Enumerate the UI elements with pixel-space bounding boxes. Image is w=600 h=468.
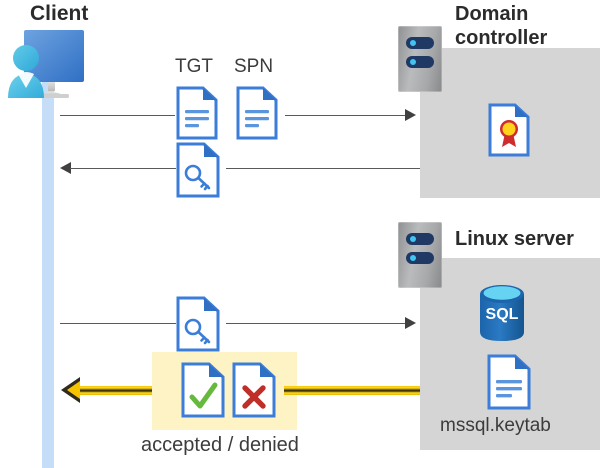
user-workstation-icon	[4, 26, 100, 102]
message-3-document-key-icon	[176, 296, 220, 352]
message-3-line-left	[60, 323, 176, 325]
auth-result-arrow-left-segment	[78, 386, 152, 395]
certificate-document-icon	[488, 103, 530, 157]
domain-controller-server-icon	[398, 26, 442, 92]
message-2-line-right	[226, 168, 420, 170]
keytab-filename-label: mssql.keytab	[440, 415, 551, 436]
auth-result-arrowhead-fill	[67, 381, 80, 399]
message-3-arrowhead	[405, 317, 416, 329]
linux-server-server-icon	[398, 222, 442, 288]
domain-controller-label: Domain controller	[455, 3, 547, 50]
domain-controller-label-line2: controller	[455, 26, 548, 49]
message-1-line-left	[60, 115, 175, 117]
message-3-line-right	[226, 323, 407, 325]
message-1-line-right	[285, 115, 407, 117]
sql-database-icon: SQL	[473, 282, 531, 344]
message-2-arrowhead	[60, 162, 71, 174]
message-2-document-key-icon	[176, 142, 220, 198]
client-lifeline	[42, 70, 54, 468]
auth-result-caption: accepted / denied	[141, 434, 299, 456]
linux-server-label: Linux server	[455, 228, 574, 250]
message-2-line-left	[70, 168, 176, 170]
auth-result-arrow-right-segment	[284, 386, 420, 395]
domain-controller-label-line1: Domain	[455, 3, 529, 25]
spn-label: SPN	[234, 56, 274, 77]
tgt-label: TGT	[175, 56, 213, 77]
message-1-arrowhead	[405, 109, 416, 121]
tgt-document-icon	[176, 86, 218, 140]
sql-database-label: SQL	[486, 306, 519, 323]
spn-document-icon	[236, 86, 278, 140]
keytab-document-icon	[487, 354, 531, 410]
denied-document-cross-icon	[232, 362, 276, 418]
accepted-document-check-icon	[181, 362, 225, 418]
